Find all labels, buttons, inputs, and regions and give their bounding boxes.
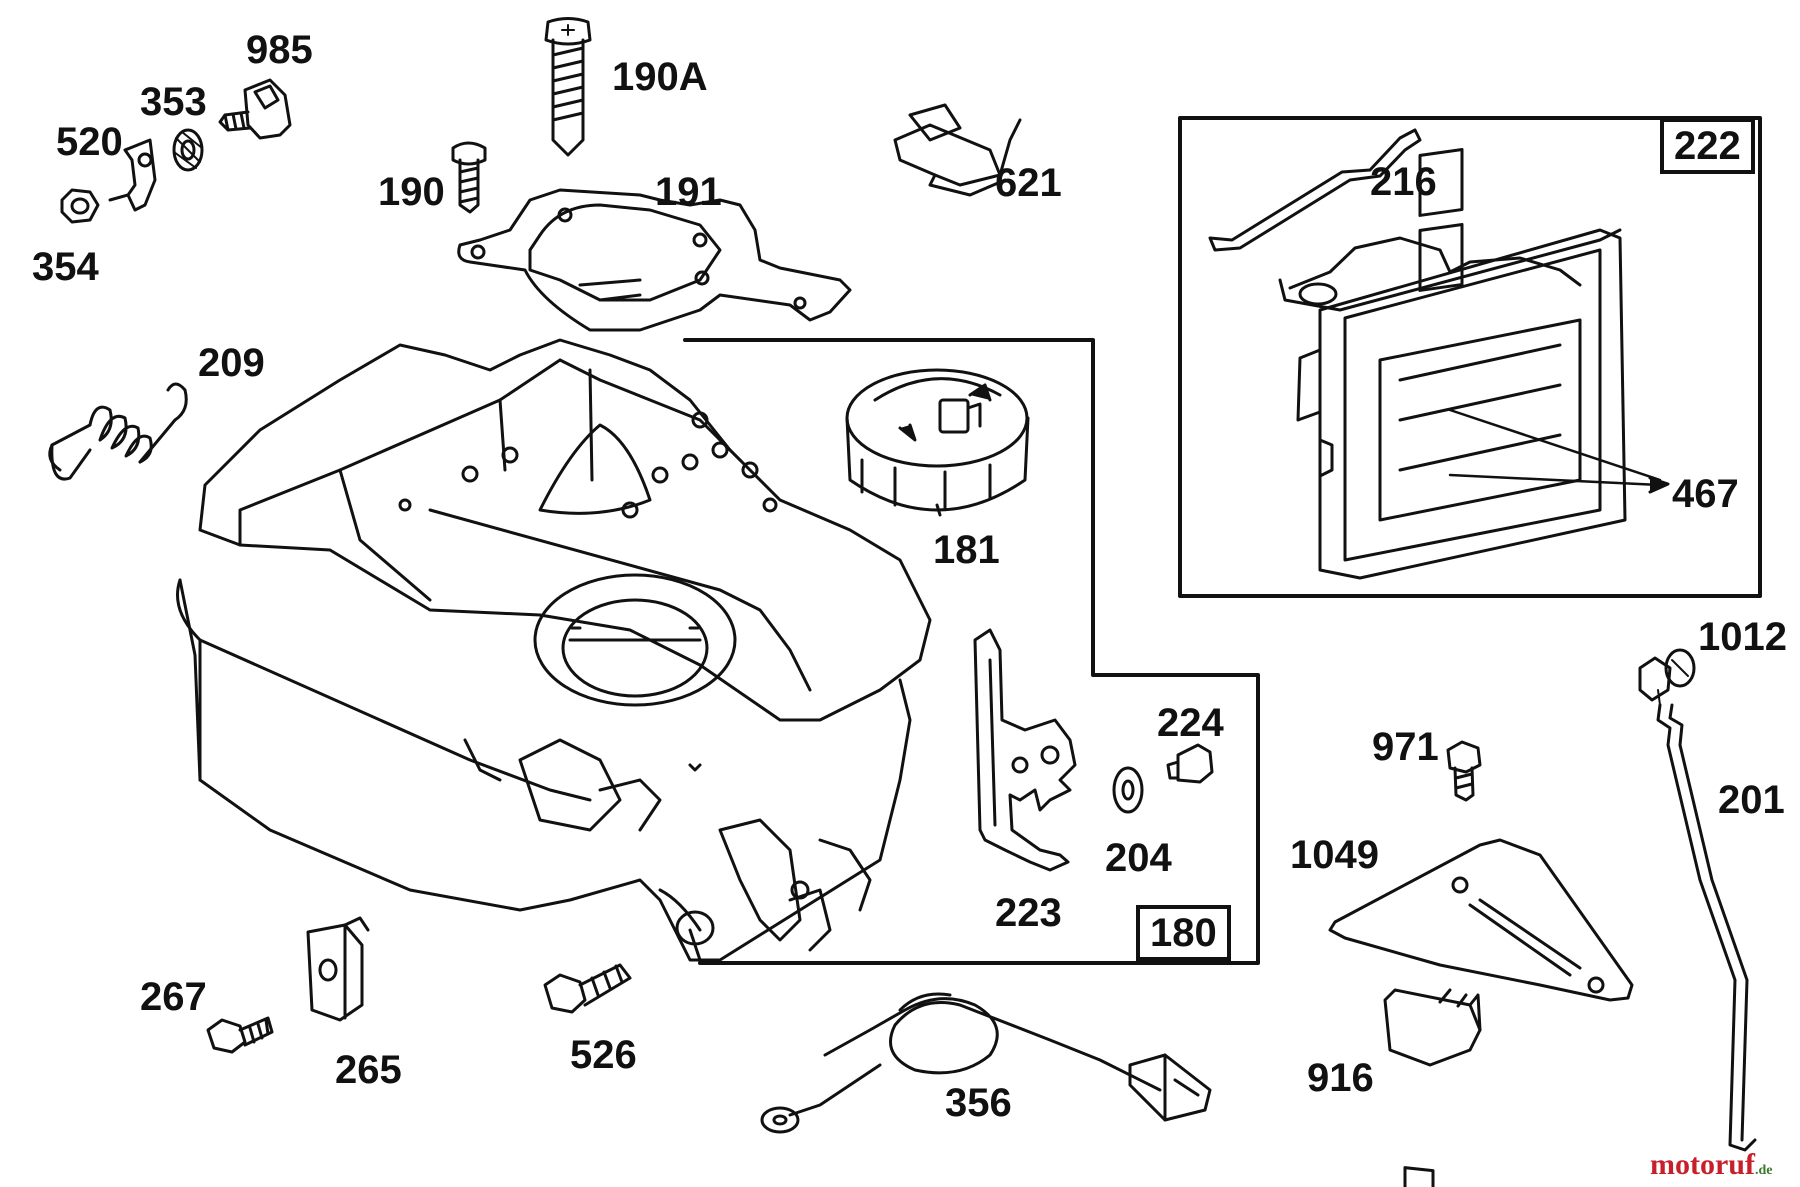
screw-971	[1446, 740, 1482, 802]
part-label-181: 181	[933, 528, 1000, 572]
governor-lever-223	[973, 628, 1077, 872]
part-label-526: 526	[570, 1033, 637, 1077]
part-label-223: 223	[995, 891, 1062, 935]
screw-190A	[544, 17, 592, 157]
watermark-logo: motoruf.de	[1650, 1150, 1772, 1180]
part-label-621: 621	[995, 161, 1062, 205]
lock-washer-353	[172, 128, 204, 172]
part-label-467: 467	[1672, 472, 1739, 516]
part-label-265: 265	[335, 1048, 402, 1092]
kit-box-label-180: 180	[1136, 905, 1231, 961]
clip-621	[893, 103, 1022, 197]
part-label-916: 916	[1307, 1056, 1374, 1100]
link-rod-201	[1656, 703, 1757, 1152]
wire-356	[760, 992, 1212, 1134]
switch-916	[1383, 988, 1482, 1187]
screw-267	[206, 1016, 274, 1054]
part-label-520: 520	[56, 120, 123, 164]
part-label-190A: 190A	[612, 55, 708, 99]
part-label-1049: 1049	[1290, 833, 1379, 877]
part-label-201: 201	[1718, 778, 1785, 822]
watermark-suffix: .de	[1754, 1163, 1773, 1178]
kit-box-222-frame	[1178, 116, 1762, 598]
screw-190	[451, 141, 487, 214]
part-label-191: 191	[655, 170, 722, 214]
terminal-520	[108, 138, 157, 212]
clip-265	[306, 916, 370, 1022]
part-label-1012: 1012	[1698, 615, 1787, 659]
part-label-216: 216	[1370, 160, 1437, 204]
part-label-353: 353	[140, 80, 207, 124]
kit-box-180-frame	[683, 338, 1260, 965]
fuel-cap-181	[845, 368, 1030, 517]
plate-1049	[1328, 838, 1634, 1002]
part-label-224: 224	[1157, 701, 1224, 745]
part-label-971: 971	[1372, 725, 1439, 769]
kit-222-bracket-assembly	[1208, 128, 1670, 580]
part-label-354: 354	[32, 245, 99, 289]
part-label-356: 356	[945, 1081, 1012, 1125]
watermark-brand: motoruf	[1650, 1148, 1755, 1181]
kit-box-label-222: 222	[1660, 118, 1755, 174]
part-label-204: 204	[1105, 836, 1172, 880]
part-label-267: 267	[140, 975, 207, 1019]
nut-354	[60, 188, 100, 224]
fuel-tank	[176, 338, 932, 962]
screw-224	[1166, 743, 1214, 784]
part-label-190: 190	[378, 170, 445, 214]
spring-209	[48, 382, 188, 481]
part-label-985: 985	[246, 28, 313, 72]
swivel-1012	[1638, 648, 1696, 702]
connector-985	[218, 78, 292, 140]
gasket-191	[457, 188, 852, 332]
screw-526	[543, 963, 632, 1014]
part-label-209: 209	[198, 341, 265, 385]
washer-204	[1112, 766, 1144, 814]
